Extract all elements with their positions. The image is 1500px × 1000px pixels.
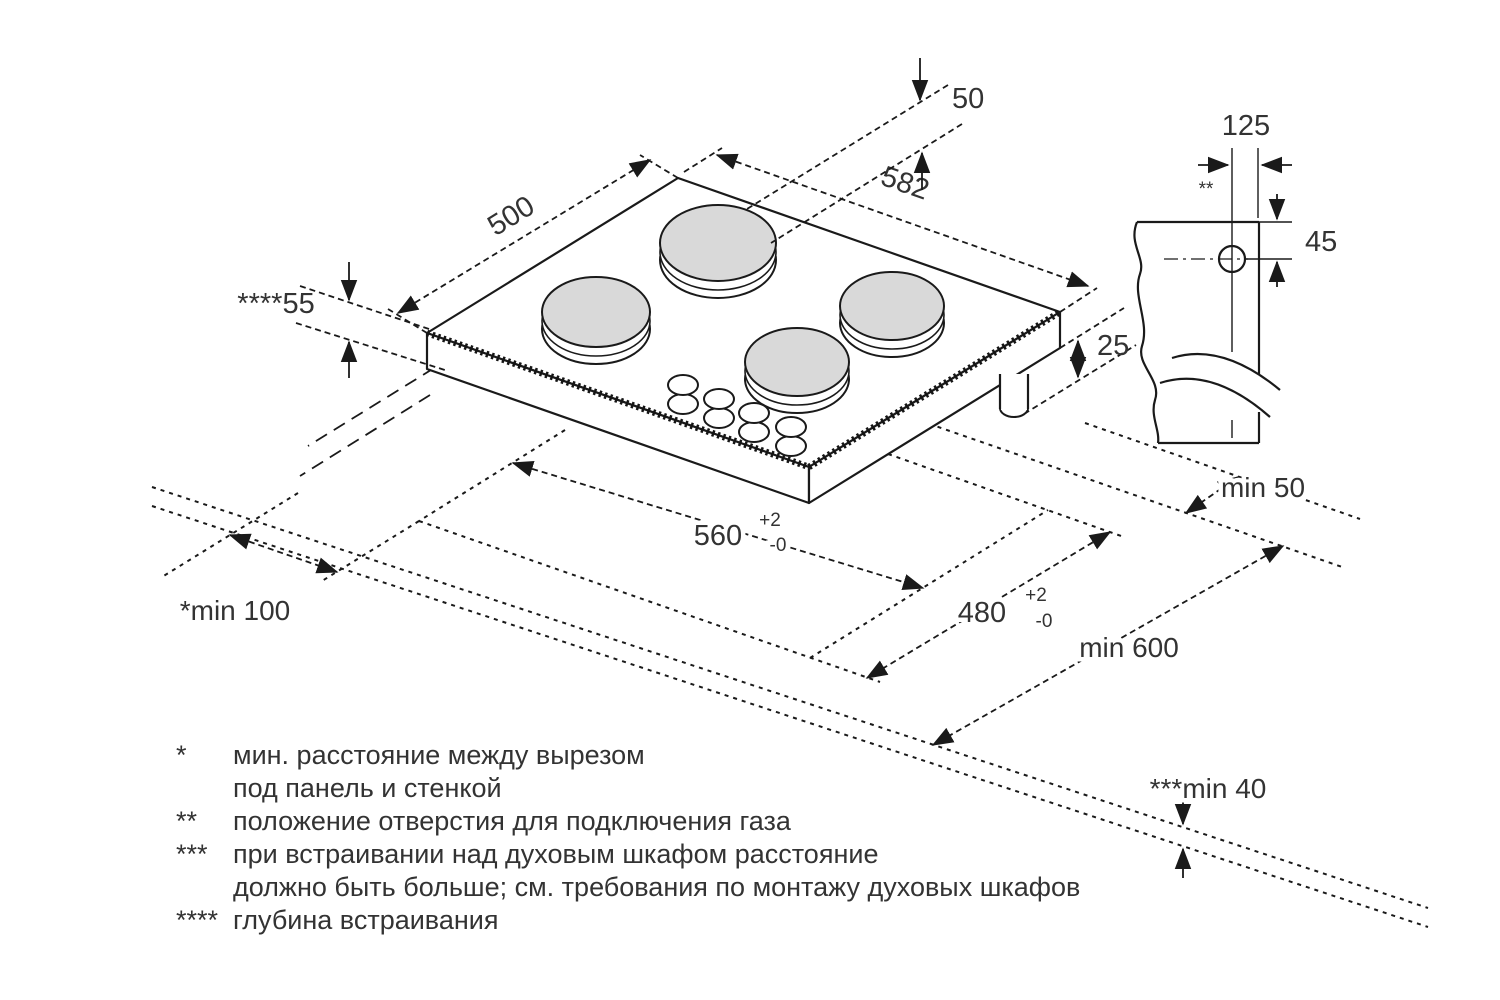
- dim-480-tol-minus: -0: [1036, 611, 1053, 632]
- footnotes: * мин. расстояние между вырезом под пане…: [176, 740, 1080, 935]
- dim-55-label: ****55: [237, 288, 314, 320]
- knob-1: [667, 374, 699, 415]
- footnote-text: при встраивании над духовым шкафом расст…: [233, 839, 878, 869]
- dim-55: ****55: [237, 262, 449, 378]
- burner-right: [839, 271, 945, 358]
- knob-3: [738, 402, 770, 443]
- dim-min40: ***min 40: [1145, 769, 1271, 878]
- worktop-outline: [151, 411, 1429, 928]
- dim-25-label: 25: [1097, 330, 1129, 362]
- dim-45-label: 45: [1305, 226, 1337, 258]
- footnote-text: мин. расстояние между вырезом: [233, 740, 645, 770]
- counter-front-edge-bottom: [151, 505, 1429, 928]
- cutout-rear-edge: [887, 453, 1125, 538]
- footnote-text: глубина встраивания: [233, 905, 498, 935]
- projection-line-2: [299, 394, 431, 477]
- dim-480-tol-plus: +2: [1025, 585, 1047, 606]
- counter-front-edge-top: [151, 486, 1429, 909]
- cutout-outline: [299, 356, 1125, 683]
- counter-rear-edge: [894, 411, 1346, 569]
- footnote-text: положение отверстия для подключения газа: [233, 806, 792, 836]
- dim-min40-label: ***min 40: [1150, 773, 1267, 804]
- dim-480: 480 +2 -0: [865, 531, 1112, 679]
- knob-2: [703, 388, 735, 429]
- burner-rear: [659, 204, 777, 299]
- dim-min100-label: *min 100: [180, 595, 291, 626]
- dim-min100: *min 100: [175, 533, 339, 631]
- gas-hole-detail: 125 45 **: [1133, 110, 1337, 445]
- cutout-left-edge: [418, 429, 566, 522]
- dim-560-tol-minus: -0: [770, 535, 787, 556]
- hob-edge-hatch-right: [807, 309, 1062, 470]
- gas-hole: [1217, 244, 1247, 274]
- footnote-marker: *: [176, 740, 187, 770]
- footnote-marker: ****: [176, 905, 219, 935]
- footnote-text: должно быть больше; см. требования по мо…: [233, 872, 1080, 902]
- burner-front: [744, 327, 850, 414]
- dim-560-label: 560: [694, 520, 742, 552]
- footnote-marker: ***: [176, 839, 208, 869]
- dim-25: 25: [1023, 307, 1137, 415]
- dim-500-label: 500: [482, 190, 540, 243]
- dim-50-label: 50: [952, 83, 984, 115]
- rear-wall-line: [1084, 422, 1361, 520]
- break-arc-upper: [1171, 352, 1281, 391]
- cutout-right-edge: [809, 509, 1049, 659]
- dim-480-label: 480: [958, 597, 1006, 629]
- gas-hole-marker: **: [1199, 179, 1214, 200]
- dim-min50: min 50: [1184, 468, 1310, 514]
- detail-panel-torn-edge: [1133, 221, 1160, 444]
- hob-edge-hatch-left: [425, 329, 811, 471]
- dim-50: 50: [746, 58, 984, 244]
- dim-560: 560 +2 -0: [511, 460, 925, 591]
- footnote-text: под панель и стенкой: [233, 773, 502, 803]
- knob-4: [775, 416, 807, 457]
- dim-min50-label: min 50: [1221, 472, 1305, 503]
- dim-min600-label: min 600: [1079, 632, 1179, 663]
- control-knobs: [667, 374, 807, 457]
- footnote-marker: **: [176, 806, 198, 836]
- dim-min600: min 600: [931, 545, 1285, 746]
- gas-pipe: [998, 374, 1030, 418]
- break-arc-lower: [1159, 377, 1271, 418]
- dim-560-tol-plus: +2: [759, 510, 781, 531]
- dim-45: 45: [1268, 194, 1337, 287]
- dim-125-label: 125: [1222, 110, 1270, 142]
- projection-line-1: [307, 356, 453, 447]
- cutout-front-edge: [418, 520, 881, 683]
- dim-125: 125: [1198, 110, 1292, 174]
- burner-left: [541, 276, 651, 365]
- cutout-left-edge-extension: [321, 520, 420, 582]
- dim-582-label: 582: [877, 160, 933, 206]
